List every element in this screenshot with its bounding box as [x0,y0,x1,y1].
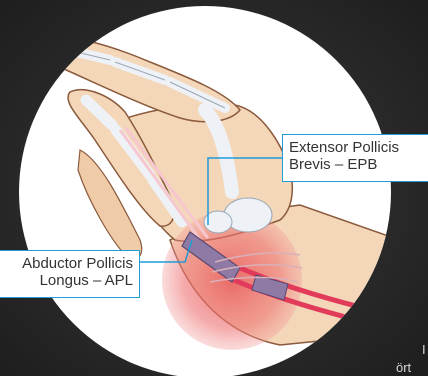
carpal-bones [224,198,272,232]
epb-label-line1: Extensor Pollicis [289,139,425,156]
corner-text-fragment-a: I [422,342,426,357]
epb-label: Extensor Pollicis Brevis – EPB [282,134,428,182]
apl-label: Abductor Pollicis Longus – APL [0,250,140,298]
epb-label-line2: Brevis – EPB [289,156,425,173]
apl-label-line1: Abductor Pollicis [3,255,133,272]
corner-text-fragment-b: ört [396,360,411,375]
apl-label-line2: Longus – APL [3,272,133,289]
